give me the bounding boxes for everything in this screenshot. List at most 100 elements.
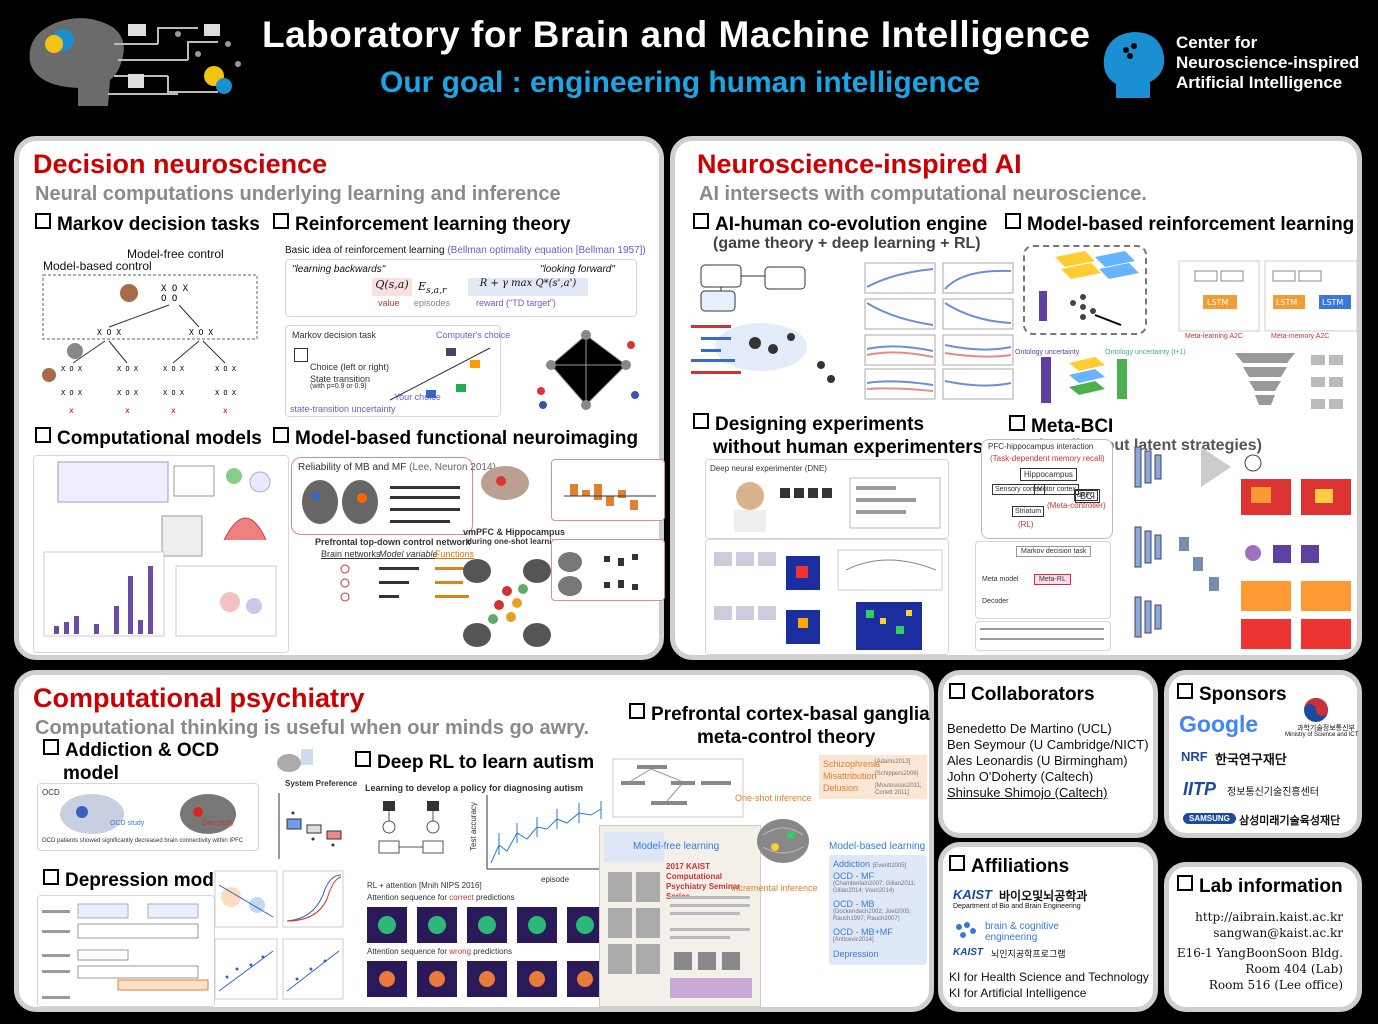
svg-text:X O X: X O X [97,328,121,337]
state-graph [389,347,491,401]
checkbox-icon [1177,683,1193,699]
lab-info-panel: Lab information http://aibrain.kaist.ac.… [1164,862,1362,1012]
svg-text:X O X: X O X [163,389,185,397]
seminar-poster: 2017 KAIST Computational Psychiatry Semi… [599,825,761,1007]
depression-model-figure [37,895,215,1007]
svg-text:x: x [69,406,74,415]
svg-text:X O X: X O X [161,284,189,294]
section-pfc-bg: Prefrontal cortex-basal ganglia [629,703,930,726]
collaborator-item: John O'Doherty (Caltech) [947,769,1094,784]
nrf-logo: NRF [1181,749,1208,764]
rl-attention-diagram [378,801,444,854]
pfc-network-table: Brain networks Model variable Functions [305,549,474,605]
ai-title: Neuroscience-inspired AI [697,149,1022,179]
checkbox-icon [1009,415,1025,431]
checkbox-icon [273,213,289,229]
checkbox-icon [273,427,289,443]
system-preference-boxplot [278,793,342,859]
center-head-logo [1103,32,1165,98]
page-title: Laboratory for Brain and Machine Intelli… [262,14,1091,55]
section-designing-experiments-2: without human experimenters [713,437,984,458]
eeg-device-icon [277,749,313,772]
dne-heatmaps [705,539,949,655]
brain-render-icon [757,819,809,863]
collaborator-item: Ben Seymour (U Cambridge/NICT) [947,737,1149,752]
checkbox-icon [949,683,965,699]
ocd-figure: OCD OCD study One study OCD patients sho… [37,783,259,851]
svg-text:x: x [171,406,176,415]
google-logo: Google [1179,711,1259,737]
checkbox-icon [629,703,645,719]
co-evolution-sub: (game theory + deep learning + RL) [713,235,981,252]
markov-tree-figure: Model-free control Model-based control X… [39,245,265,417]
section-meta-bci: Meta-BCI [1009,415,1113,438]
svg-text:X O X: X O X [117,389,139,397]
svg-text:X O X: X O X [189,328,213,337]
sponsors-heading: Sponsors [1177,683,1287,706]
accuracy-table [975,621,1111,651]
decision-title: Decision neuroscience [33,149,328,179]
markov-decision-task-box: Markov decision task Choice (left or rig… [285,325,510,417]
decision-subtitle: Neural computations underlying learning … [35,183,561,205]
lab-url[interactable]: http://aibrain.kaist.ac.kr [1195,910,1343,924]
checkbox-icon [1005,213,1021,229]
checkbox-icon [1177,875,1193,891]
checkbox-icon [43,739,59,755]
sponsors-panel: Sponsors Google 과학기술정보통신부 Ministry of Sc… [1164,670,1362,838]
meta-model-box [1023,245,1147,335]
section-addiction-ocd: Addiction & OCD [43,739,219,762]
svg-text:X O X: X O X [215,365,237,373]
affiliations-heading: Affiliations [949,855,1069,878]
section-model-based-rl: Model-based reinforcement learning [1005,213,1354,236]
collaborators-heading: Collaborators [949,683,1095,706]
bellman-equation-box: "learning backwards" "looking forward" Q… [285,259,637,317]
reliability-box: Reliability of MB and MF (Lee, Neuron 20… [291,457,496,535]
section-deep-rl-autism: Deep RL to learn autism [355,751,594,774]
collaborator-item: Ales Leonardis (U Birmingham) [947,753,1128,768]
lab-info-heading: Lab information [1177,875,1343,898]
depression-scatter-plots [214,870,344,1000]
checkbox-icon [43,869,59,885]
learning-curves-grid [853,259,1019,403]
svg-text:X O X: X O X [117,365,139,373]
meta-rl-diagram: Markov decision task Meta model Meta-RL … [975,541,1111,619]
attention-wrong-label: Attention sequence for wrong predictions [367,947,512,956]
svg-text:X O X: X O X [163,365,185,373]
svg-text:LSTM: LSTM [1322,298,1343,307]
pfc-bg-circuit [612,758,744,818]
section-co-evolution: AI-human co-evolution engine [693,213,987,236]
neuro-ai-panel: Neuroscience-inspired AI AI intersects w… [670,136,1362,660]
computational-psychiatry-panel: Computational psychiatry Computational t… [14,670,934,1012]
attention-correct-label: Attention sequence for correct predictio… [367,893,515,902]
brain-network-circles [463,559,551,647]
brain-circuit-logo [29,18,241,106]
attention-heatmaps [1237,441,1357,655]
lab-office: Room 516 (Lee office) [1208,978,1343,992]
reliability-bar-plot [551,459,665,521]
korea-taegeuk-icon [1304,698,1328,722]
svg-text:X O X: X O X [61,365,83,373]
checkbox-icon [355,751,371,767]
attention-correct-brains [367,907,603,943]
section-addiction-ocd-2: model [63,763,119,784]
lab-room: Room 404 (Lab) [1245,962,1343,976]
samsung-logo: SAMSUNG [1183,813,1236,824]
checkbox-icon [35,213,51,229]
lab-address: E16-1 YangBoonSoon Bldg. [1176,946,1343,960]
test-accuracy-chart [486,795,605,870]
svg-text:x: x [223,406,228,415]
section-computational-models: Computational models [35,427,262,450]
svg-text:LSTM: LSTM [1207,298,1228,307]
section-pfc-bg-2: meta-control theory [697,727,876,748]
svg-text:LSTM: LSTM [1276,298,1297,307]
svg-text:O O: O O [161,294,177,304]
section-depression: Depression model [43,869,230,892]
ontology-layers-diagram [1041,357,1127,403]
checkbox-icon [35,427,51,443]
rl-network-graph [537,330,639,410]
attention-wrong-brains [367,961,603,997]
lab-email[interactable]: sangwan@kaist.ac.kr [1213,926,1343,940]
checkbox-icon [693,413,709,429]
hippocampus-plot [551,539,665,601]
